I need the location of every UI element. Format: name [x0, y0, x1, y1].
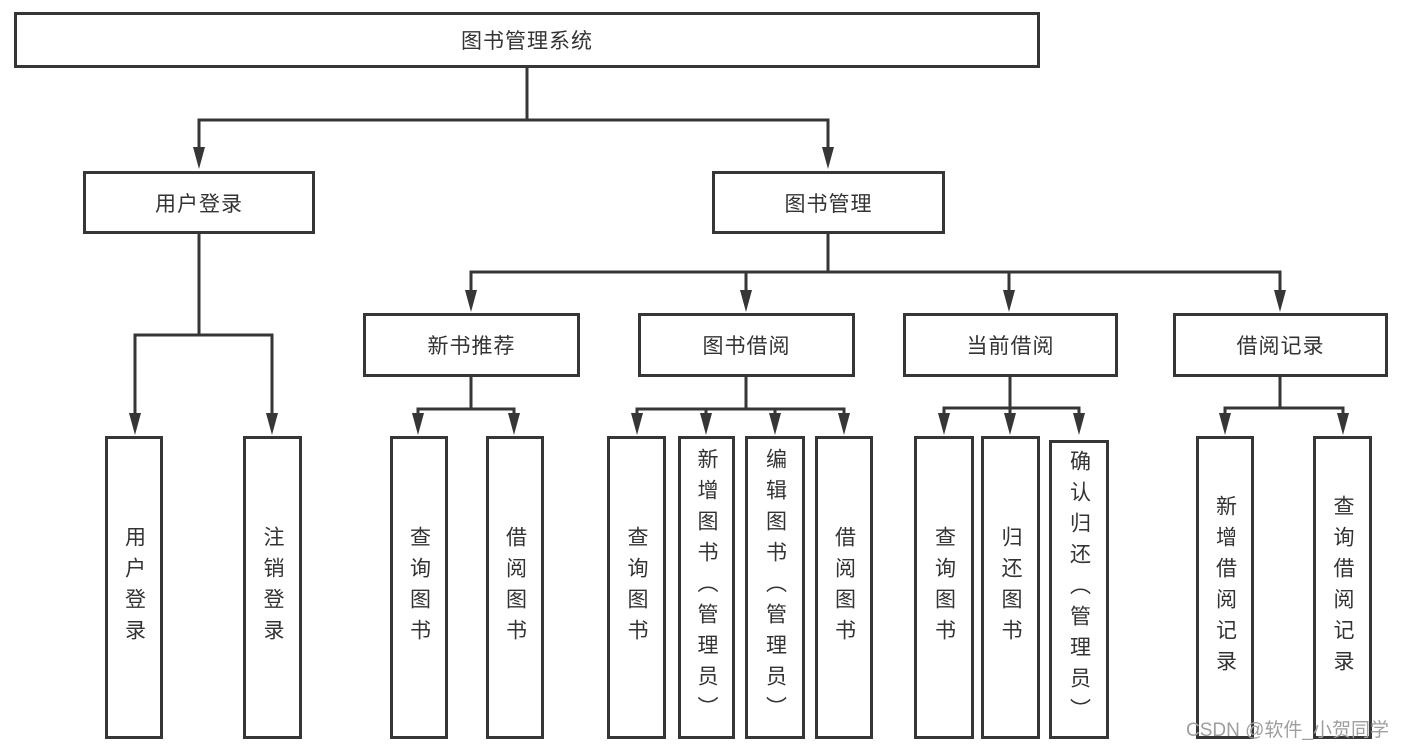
arrow-to-cb-query-books — [938, 413, 950, 435]
node-user-login: 用户登录 — [83, 171, 315, 234]
node-book-borrowing: 图书借阅 — [638, 313, 855, 377]
connector-book-borrowing — [635, 375, 846, 420]
node-cb-query-books: 查询图书 — [914, 436, 974, 739]
node-nbr-borrow-books: 借阅图书 — [486, 436, 544, 739]
node-book-management-label: 图书管理 — [784, 192, 873, 216]
arrow-to-book-management — [822, 147, 834, 169]
node-login-action-label: 用户登录 — [122, 525, 146, 650]
node-login-action: 用户登录 — [105, 436, 163, 739]
node-current-borrowing: 当前借阅 — [903, 313, 1118, 377]
node-cb-confirm-return-label: 确认归还（管理员） — [1067, 450, 1091, 729]
arrow-to-cb-confirm-return — [1073, 413, 1085, 435]
node-br-add-record: 新增借阅记录 — [1196, 436, 1254, 739]
arrow-to-bb-borrow-books — [838, 413, 850, 435]
node-bb-add-books: 新增图书（管理员） — [678, 436, 735, 739]
arrow-to-cb-return-books — [1004, 413, 1016, 435]
node-logout-action: 注销登录 — [243, 436, 302, 739]
node-cb-query-books-label: 查询图书 — [932, 525, 956, 650]
node-borrowing-records: 借阅记录 — [1173, 313, 1388, 377]
arrow-to-book-borrowing — [740, 290, 752, 312]
node-bb-query-books-label: 查询图书 — [625, 525, 648, 650]
arrowheads — [129, 147, 1349, 435]
node-bb-edit-books: 编辑图书（管理员） — [745, 436, 805, 739]
arrow-to-br-query-record — [1337, 413, 1349, 435]
arrow-to-borrowing-records — [1274, 290, 1286, 312]
arrow-to-login-action — [129, 413, 141, 435]
node-br-add-record-label: 新增借阅记录 — [1213, 494, 1237, 681]
node-bb-borrow-books-label: 借阅图书 — [832, 525, 856, 650]
node-book-management: 图书管理 — [712, 171, 945, 234]
node-br-query-record: 查询借阅记录 — [1313, 436, 1372, 739]
connector-borrowing-records — [1223, 375, 1345, 420]
arrow-to-logout-action — [266, 413, 278, 435]
node-bb-edit-books-label: 编辑图书（管理员） — [763, 448, 787, 727]
node-nbr-borrow-books-label: 借阅图书 — [503, 525, 527, 650]
node-nbr-query-books: 查询图书 — [390, 436, 448, 739]
arrow-to-user-login — [193, 147, 205, 169]
connector-new-book-recommend — [416, 375, 516, 420]
connector-book-management — [469, 232, 1282, 295]
node-cb-return-books-label: 归还图书 — [999, 525, 1022, 650]
node-nbr-query-books-label: 查询图书 — [407, 525, 431, 650]
node-bb-borrow-books: 借阅图书 — [815, 436, 873, 739]
node-new-book-recommend: 新书推荐 — [363, 313, 580, 377]
node-borrowing-records-label: 借阅记录 — [1236, 335, 1325, 358]
node-br-query-record-label: 查询借阅记录 — [1331, 494, 1354, 681]
node-new-book-recommend-label: 新书推荐 — [427, 335, 516, 358]
node-logout-action-label: 注销登录 — [261, 525, 284, 650]
connector-user-login — [133, 232, 274, 418]
arrow-to-bb-query-books — [631, 413, 643, 435]
node-current-borrowing-label: 当前借阅 — [966, 335, 1055, 358]
connector-root — [197, 66, 830, 152]
node-root-label: 图书管理系统 — [461, 30, 593, 53]
arrow-to-nbr-query-books — [412, 413, 424, 435]
arrow-to-current-borrowing — [1003, 290, 1015, 312]
node-user-login-label: 用户登录 — [155, 192, 243, 216]
arrow-to-nbr-borrow-books — [508, 413, 520, 435]
node-book-borrowing-label: 图书借阅 — [702, 335, 791, 358]
node-cb-confirm-return: 确认归还（管理员） — [1049, 440, 1109, 739]
node-bb-add-books-label: 新增图书（管理员） — [695, 448, 718, 727]
arrow-to-new-book-recommend — [465, 290, 477, 312]
connector-current-borrowing — [942, 375, 1081, 420]
arrow-to-br-add-record — [1219, 413, 1231, 435]
arrow-to-bb-add-books — [700, 413, 712, 435]
node-root: 图书管理系统 — [14, 12, 1040, 68]
csdn-watermark: CSDN @软件_小贺同学 — [1186, 720, 1389, 741]
node-cb-return-books: 归还图书 — [981, 436, 1040, 739]
arrow-to-bb-edit-books — [769, 413, 781, 435]
node-bb-query-books: 查询图书 — [607, 436, 666, 739]
